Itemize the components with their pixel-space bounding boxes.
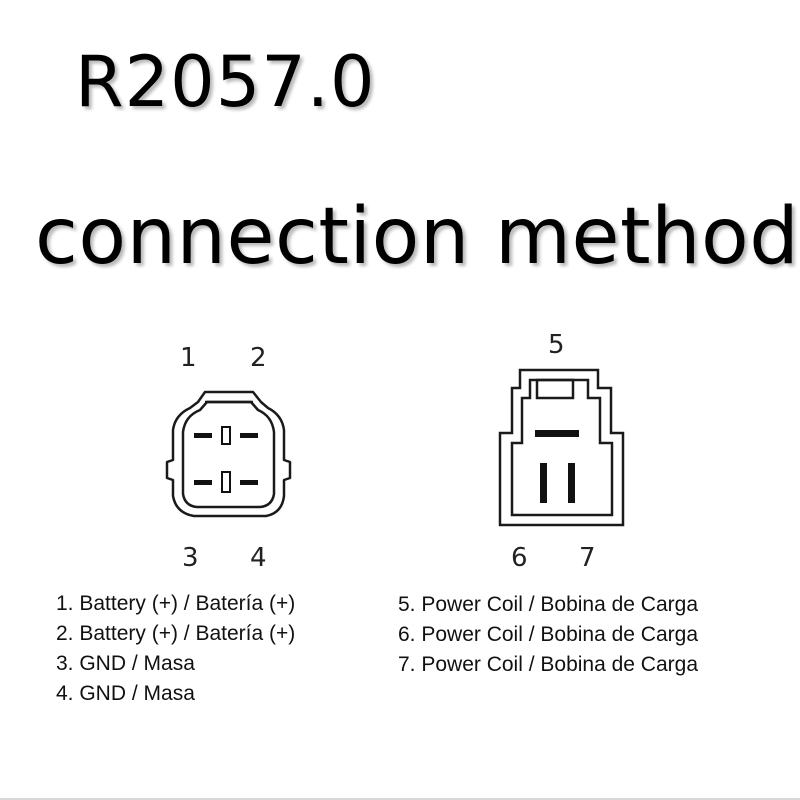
legend-item-5: 5. Power Coil / Bobina de Carga [398, 593, 698, 616]
terminal-7 [568, 463, 575, 503]
terminal-4 [240, 480, 258, 485]
connector-3pin-inner-shell [510, 378, 614, 517]
pin-legend-right: 5. Power Coil / Bobina de Carga 6. Power… [398, 590, 698, 680]
pin-label-2: 2 [250, 343, 267, 373]
connector-4pin-center-slot-bottom [221, 471, 231, 493]
bottom-edge-divider [0, 798, 800, 800]
connector-4pin-terminals [194, 433, 258, 485]
model-title: R2057.0 [75, 41, 376, 123]
pin-label-5: 5 [548, 330, 565, 360]
pin-label-7: 7 [579, 543, 596, 573]
legend-item-3: 3. GND / Masa [56, 652, 195, 675]
connector-4pin-center-slot-top [221, 426, 231, 445]
legend-item-4: 4. GND / Masa [56, 682, 195, 705]
terminal-1 [194, 433, 212, 438]
connector-3pin-outer-shell [498, 368, 625, 527]
legend-item-2: 2. Battery (+) / Batería (+) [56, 622, 296, 645]
legend-item-6: 6. Power Coil / Bobina de Carga [398, 623, 698, 646]
terminal-5 [535, 430, 579, 437]
connector-3pin-terminals [535, 430, 579, 503]
terminal-3 [194, 480, 212, 485]
connector-4pin-outer-shell [165, 390, 292, 518]
legend-item-7: 7. Power Coil / Bobina de Carga [398, 653, 698, 676]
terminal-2 [240, 433, 258, 438]
connector-3pin-latch [535, 378, 575, 400]
terminal-6 [540, 463, 547, 503]
legend-item-1: 1. Battery (+) / Batería (+) [56, 592, 296, 615]
connector-4pin-inner-shell [181, 400, 276, 509]
connection-method-title: connection method [35, 192, 800, 282]
pin-label-6: 6 [511, 543, 528, 573]
pin-legend-left: 1. Battery (+) / Batería (+) 2. Battery … [56, 589, 295, 709]
pin-label-1: 1 [180, 343, 197, 373]
pin-label-3: 3 [182, 543, 199, 573]
pin-label-4: 4 [250, 543, 267, 573]
